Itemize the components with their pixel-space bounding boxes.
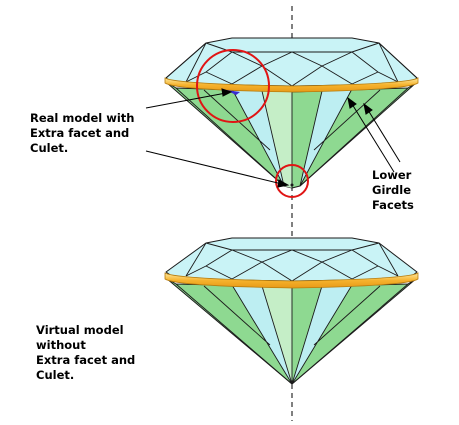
virtual-model-label: Virtual model without Extra facet and Cu… [36,323,136,382]
bottom-girdle [164,272,419,289]
culet-highlight-circle [275,164,309,198]
leader-lines [145,88,401,188]
top-pavilion-light-center [262,91,292,188]
real-model-label: Real model with Extra facet and Culet. [30,111,135,155]
arrow-lower-girdle-2 [363,102,373,115]
arrow-lower-girdle-1 [347,96,357,109]
top-pavilion-facet-lines [175,87,409,188]
arrow-to-culet [277,179,290,188]
extra-facet-highlight-circle [196,49,270,123]
bottom-pavilion-facet-lines [175,283,409,385]
bottom-crown-facet-lines [185,242,399,282]
virtual-model-diamond [164,237,419,385]
arrow-to-extra-facet [221,88,233,97]
top-crown-facet-lines [165,42,418,87]
culet-mark [290,183,294,187]
lower-girdle-facets-label: Lower Girdle Facets [372,168,414,212]
